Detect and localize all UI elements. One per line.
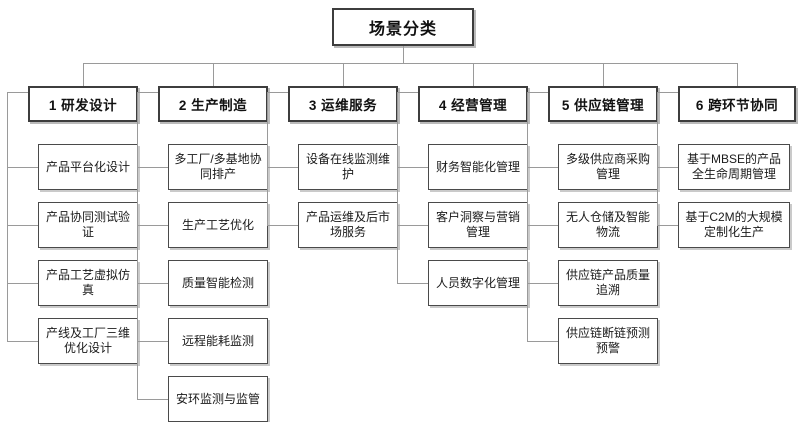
category-header-label: 5 供应链管理 (561, 98, 645, 113)
scenario-item-label: 产线及工厂三维优化设计 (45, 326, 130, 355)
scenario-item[interactable]: 产品运维及后市场服务 (298, 202, 398, 248)
scenario-item-label: 产品运维及后市场服务 (305, 210, 390, 239)
scenario-item[interactable]: 远程能耗监测 (168, 318, 268, 364)
scenario-item-label: 供应链断链预测预警 (565, 326, 650, 355)
connector-line (7, 341, 38, 342)
connector-line (473, 63, 474, 86)
connector-line (213, 63, 214, 86)
connector-line (137, 167, 168, 168)
connector-line (657, 225, 678, 226)
category-header-4[interactable]: 4 经营管理 (418, 86, 528, 122)
connector-line (527, 92, 548, 93)
connector-line (737, 63, 738, 86)
connector-line (7, 92, 28, 93)
scenario-item[interactable]: 财务智能化管理 (428, 144, 528, 190)
connector-line (137, 399, 168, 400)
connector-line (397, 92, 398, 283)
scenario-item[interactable]: 产品平台化设计 (38, 144, 138, 190)
scenario-item[interactable]: 基于MBSE的产品全生命周期管理 (678, 144, 790, 190)
category-header-1[interactable]: 1 研发设计 (28, 86, 138, 122)
category-header-label: 6 跨环节协同 (695, 98, 779, 113)
scenario-item-label: 供应链产品质量追溯 (565, 268, 650, 297)
scenario-item-label: 远程能耗监测 (181, 333, 254, 348)
scenario-item-label: 无人仓储及智能物流 (565, 210, 650, 239)
scenario-item[interactable]: 多级供应商采购管理 (558, 144, 658, 190)
category-header-3[interactable]: 3 运维服务 (288, 86, 398, 122)
connector-line (343, 63, 344, 86)
scenario-item[interactable]: 产品协同测试验证 (38, 202, 138, 248)
category-header-label: 2 生产制造 (178, 98, 248, 113)
scenario-item-label: 客户洞察与营销管理 (435, 210, 520, 239)
connector-line (7, 283, 38, 284)
scenario-item-label: 产品协同测试验证 (45, 210, 130, 239)
root-node-label: 场景分类 (368, 21, 437, 38)
scenario-item-label: 安环监测与监管 (175, 391, 260, 406)
connector-line (137, 92, 158, 93)
connector-line (267, 92, 288, 93)
connector-line (83, 63, 84, 86)
connector-line (267, 225, 298, 226)
connector-line (397, 283, 428, 284)
category-header-5[interactable]: 5 供应链管理 (548, 86, 658, 122)
category-header-6[interactable]: 6 跨环节协同 (678, 86, 796, 122)
scenario-item-label: 产品平台化设计 (45, 159, 130, 174)
scenario-item-label: 基于C2M的大规模定制化生产 (685, 210, 783, 239)
scenario-item-label: 设备在线监测维护 (305, 152, 390, 181)
scenario-item[interactable]: 人员数字化管理 (428, 260, 528, 306)
connector-line (527, 341, 558, 342)
connector-line (137, 225, 168, 226)
connector-line (657, 92, 678, 93)
category-header-label: 4 经营管理 (438, 98, 508, 113)
connector-line (397, 92, 418, 93)
scenario-item[interactable]: 安环监测与监管 (168, 376, 268, 422)
scenario-item[interactable]: 产线及工厂三维优化设计 (38, 318, 138, 364)
category-header-2[interactable]: 2 生产制造 (158, 86, 268, 122)
scenario-item-label: 产品工艺虚拟仿真 (45, 268, 130, 297)
connector-line (657, 92, 658, 225)
scenario-item[interactable]: 生产工艺优化 (168, 202, 268, 248)
scenario-item-label: 质量智能检测 (181, 275, 254, 290)
connector-line (403, 46, 404, 63)
category-header-label: 3 运维服务 (308, 98, 378, 113)
connector-line (137, 92, 138, 399)
scenario-item-label: 财务智能化管理 (435, 159, 520, 174)
connector-line (397, 225, 428, 226)
scenario-item-label: 人员数字化管理 (435, 275, 520, 290)
scenario-item[interactable]: 客户洞察与营销管理 (428, 202, 528, 248)
connector-line (527, 225, 558, 226)
connector-line (137, 283, 168, 284)
connector-line (7, 225, 38, 226)
scenario-item[interactable]: 供应链产品质量追溯 (558, 260, 658, 306)
scenario-item-label: 基于MBSE的产品全生命周期管理 (686, 152, 781, 181)
scenario-item-label: 多级供应商采购管理 (565, 152, 650, 181)
scenario-item[interactable]: 质量智能检测 (168, 260, 268, 306)
scenario-item[interactable]: 无人仓储及智能物流 (558, 202, 658, 248)
scenario-item[interactable]: 多工厂/多基地协同排产 (168, 144, 268, 190)
connector-line (7, 167, 38, 168)
connector-line (83, 63, 737, 64)
scenario-item[interactable]: 基于C2M的大规模定制化生产 (678, 202, 790, 248)
connector-line (137, 341, 168, 342)
scenario-item[interactable]: 产品工艺虚拟仿真 (38, 260, 138, 306)
scenario-item-label: 多工厂/多基地协同排产 (174, 152, 262, 181)
connector-line (7, 92, 8, 341)
scenario-item[interactable]: 供应链断链预测预警 (558, 318, 658, 364)
connector-line (527, 92, 528, 341)
scenario-item[interactable]: 设备在线监测维护 (298, 144, 398, 190)
scenario-item-label: 生产工艺优化 (181, 217, 254, 232)
connector-line (603, 63, 604, 86)
connector-line (657, 167, 678, 168)
root-node: 场景分类 (332, 8, 474, 46)
connector-line (397, 167, 428, 168)
category-header-label: 1 研发设计 (48, 98, 118, 113)
connector-line (267, 167, 298, 168)
connector-line (527, 167, 558, 168)
connector-line (527, 283, 558, 284)
connector-line (267, 92, 268, 225)
